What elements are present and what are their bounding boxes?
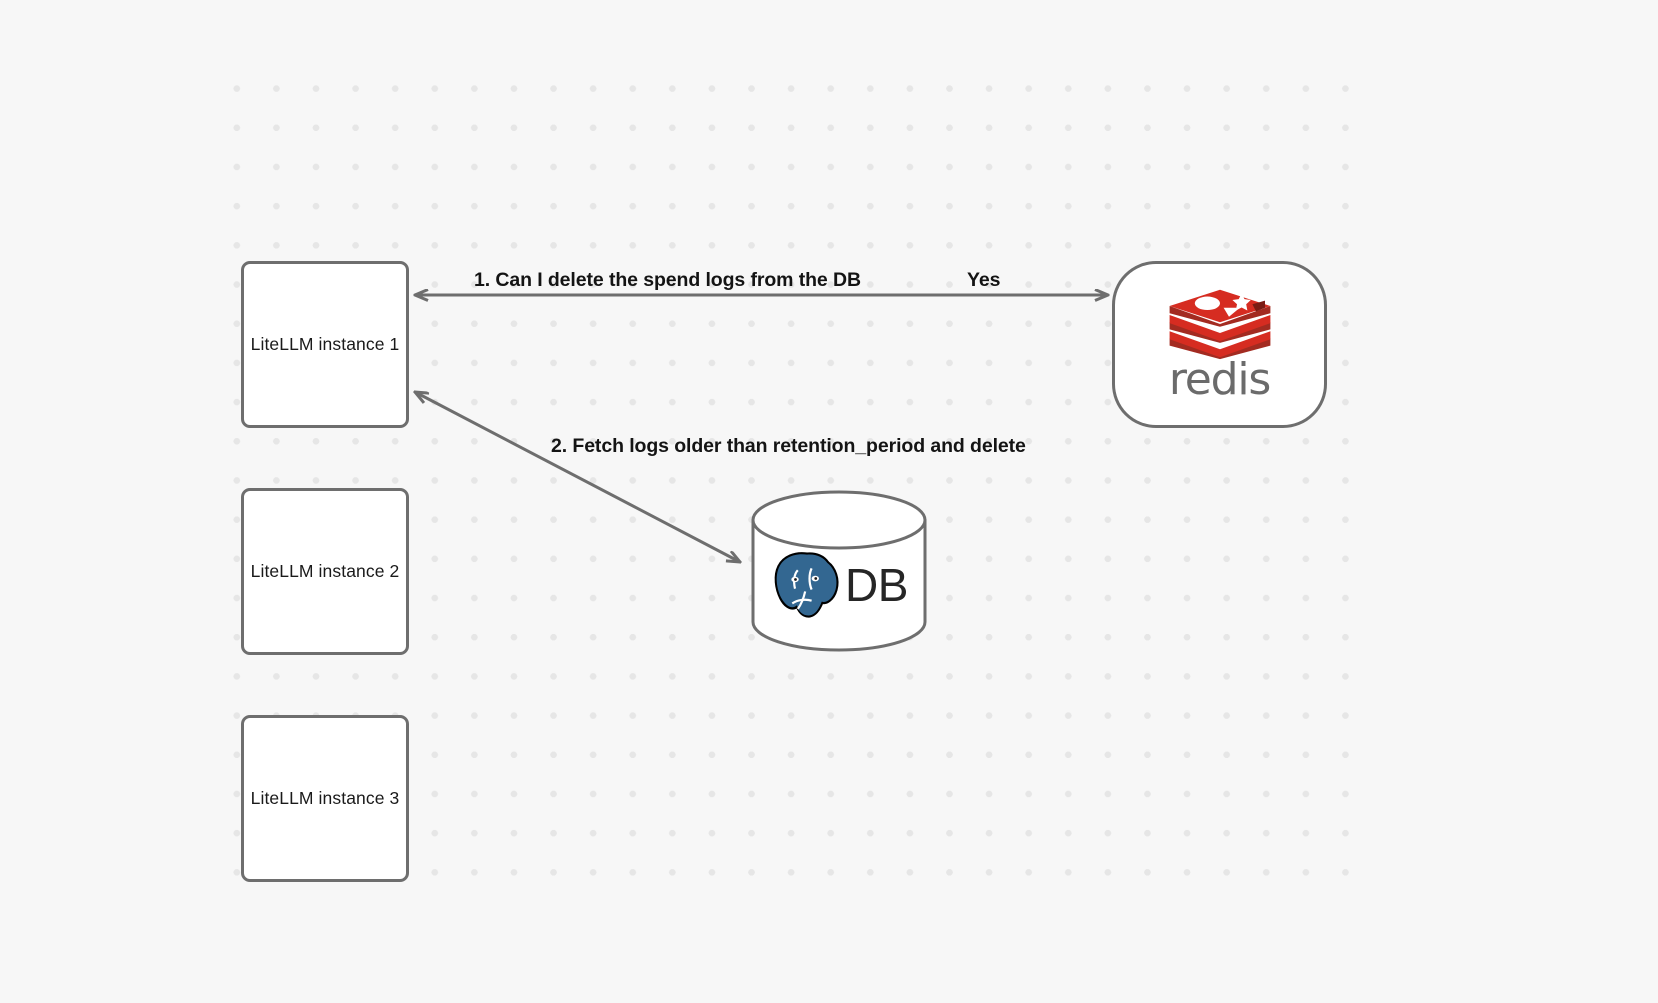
redis-logo-icon bbox=[1169, 289, 1270, 359]
edge-label-yes: Yes bbox=[967, 269, 1001, 291]
node-litellm-instance-2[interactable]: LiteLLM instance 2 bbox=[241, 488, 409, 655]
db-label: DB bbox=[845, 559, 908, 611]
node-litellm-instance-2-label: LiteLLM instance 2 bbox=[250, 561, 400, 581]
node-litellm-instance-3[interactable]: LiteLLM instance 3 bbox=[241, 715, 409, 882]
edge-label-step-2: 2. Fetch logs older than retention_perio… bbox=[551, 435, 1026, 457]
edge-label-step-1: 1. Can I delete the spend logs from the … bbox=[474, 269, 861, 291]
redis-wordmark-label: redis bbox=[1168, 353, 1271, 405]
node-litellm-instance-1-label: LiteLLM instance 1 bbox=[250, 334, 400, 354]
postgresql-elephant-icon bbox=[774, 552, 839, 618]
edge-litellm1-db bbox=[415, 392, 740, 562]
node-litellm-instance-3-label: LiteLLM instance 3 bbox=[250, 788, 400, 808]
node-litellm-instance-1[interactable]: LiteLLM instance 1 bbox=[241, 261, 409, 428]
node-redis[interactable]: redis bbox=[1112, 261, 1327, 428]
node-database[interactable]: DB bbox=[753, 492, 925, 650]
db-cylinder-shape bbox=[751, 490, 927, 652]
